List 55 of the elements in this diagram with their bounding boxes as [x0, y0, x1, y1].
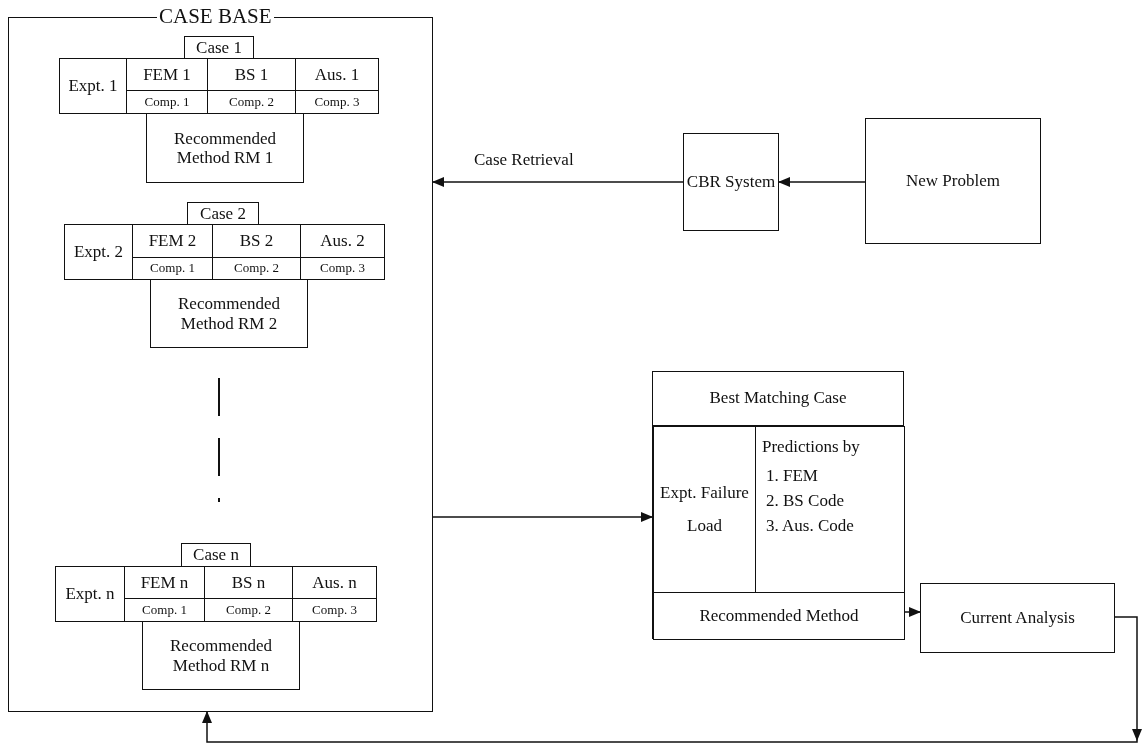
- list-item: 1. FEM: [766, 466, 818, 486]
- box-label: Case 1: [196, 38, 242, 57]
- list-item: 3. Aus. Code: [766, 516, 854, 536]
- box-label: FEM 1: [143, 65, 191, 84]
- process-box: [187, 202, 259, 225]
- box-label: New Problem: [906, 171, 1000, 191]
- table-cell: [755, 426, 905, 593]
- process-box: [300, 224, 385, 258]
- box-label: Comp. 1: [150, 261, 195, 276]
- box-label: Comp. 2: [234, 261, 279, 276]
- box-label: Recommended Method RM n: [169, 636, 273, 675]
- process-box: [181, 543, 251, 567]
- box-label: Current Analysis: [960, 608, 1075, 628]
- method-box: [150, 279, 308, 348]
- process-box: [865, 118, 1041, 244]
- process-box: [295, 58, 379, 91]
- box-label: Expt. n: [65, 584, 115, 604]
- process-box: [683, 133, 779, 231]
- box-label: Aus. n: [312, 573, 357, 592]
- box-label: Comp. 3: [312, 602, 357, 618]
- box-label: FEM n: [140, 573, 189, 592]
- method-box: [142, 621, 300, 690]
- box-label: Expt. 1: [68, 76, 118, 96]
- box-label: Recommended Method RM 2: [177, 294, 281, 333]
- process-box: [55, 566, 125, 622]
- method-box: [146, 113, 304, 183]
- box-label: Recommended Method: [699, 606, 859, 626]
- process-box: [184, 36, 254, 59]
- box-label: Recommended Method RM 1: [173, 128, 277, 168]
- box-label: Case n: [193, 545, 239, 565]
- box-label: Aus. 2: [320, 231, 365, 251]
- box-label: Comp. 2: [226, 602, 271, 618]
- box-label: Comp. 3: [320, 261, 365, 276]
- box-label: FEM 2: [148, 231, 197, 251]
- box-label: Comp. 3: [314, 94, 360, 110]
- box-label: Comp. 1: [144, 94, 190, 110]
- box-label: Aus. 1: [314, 65, 360, 84]
- box-label: Case 2: [200, 204, 246, 223]
- process-box: [292, 566, 377, 599]
- box-label: Comp. 1: [142, 602, 187, 618]
- box-label: Expt. Failure Load: [659, 482, 750, 537]
- process-box: [59, 58, 127, 114]
- box-label: CBR System: [686, 172, 776, 192]
- box-label: BS 2: [239, 231, 274, 251]
- process-box: [64, 224, 133, 280]
- box-label: Comp. 2: [229, 94, 274, 110]
- process-box: [653, 426, 756, 593]
- box-label: BS 1: [234, 65, 269, 84]
- list-heading: Predictions by: [762, 437, 860, 457]
- process-box: [653, 592, 905, 640]
- box-label: BS n: [231, 573, 266, 592]
- result-table: [652, 371, 904, 639]
- list-item: 2. BS Code: [766, 491, 844, 511]
- process-box: [920, 583, 1115, 653]
- box-label: Expt. 2: [73, 242, 124, 262]
